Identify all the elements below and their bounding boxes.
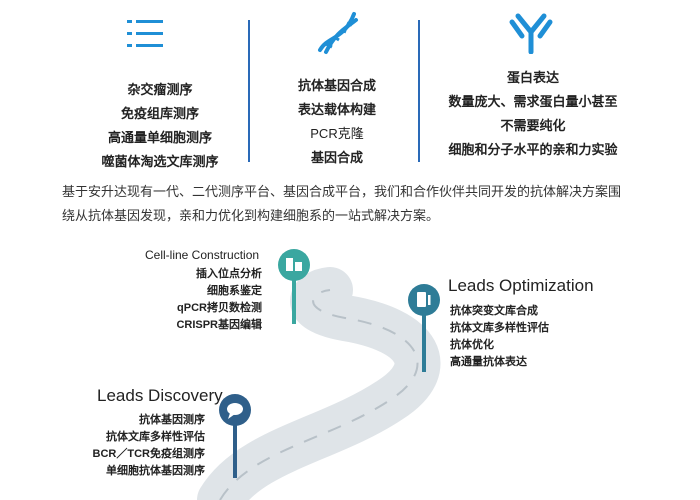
- stage-item: qPCR拷贝数检测: [177, 302, 262, 314]
- stage-item: 插入位点分析: [196, 268, 262, 280]
- column-line: 细胞和分子水平的亲和力实验: [448, 142, 618, 157]
- column-divider: [248, 20, 250, 162]
- building-icon: [286, 258, 302, 271]
- list-icon: [127, 20, 163, 47]
- column-line: 蛋白表达: [506, 70, 559, 85]
- column-line: 抗体基因合成: [297, 78, 376, 93]
- stage-item: 抗体基因测序: [139, 414, 205, 426]
- stage-item: 单细胞抗体基因测序: [106, 465, 205, 477]
- column-line: 高通量单细胞测序: [107, 130, 212, 145]
- column-divider: [418, 20, 420, 162]
- column-expression: 蛋白表达 数量庞大、需求蛋白量小甚至 不需要纯化 细胞和分子水平的亲和力实验: [428, 0, 638, 170]
- stage-item: 抗体文库多样性评估: [450, 322, 549, 334]
- road-center-line: [219, 289, 419, 500]
- stage-item: CRISPR基因编辑: [176, 319, 262, 331]
- column-line: 杂交瘤测序: [127, 82, 193, 97]
- column-line: PCR克隆: [310, 126, 364, 141]
- stage-item: BCR／TCR免疫组测序: [92, 448, 205, 460]
- stage-item: 抗体突变文库合成: [450, 305, 538, 317]
- stage-list-discovery: 抗体基因测序 抗体文库多样性评估 BCR／TCR免疫组测序 单细胞抗体基因测序: [93, 412, 205, 480]
- column-line: 噬菌体淘选文库测序: [101, 154, 219, 169]
- intro-line: 绕从抗体基因发现，亲和力优化到构建细胞系的一站式解决方案。: [62, 208, 440, 223]
- fuel-pump-icon: [417, 292, 431, 307]
- stage-title-cell-line: Cell-line Construction: [145, 248, 260, 262]
- column-line: 数量庞大、需求蛋白量小甚至: [448, 94, 618, 109]
- stage-item: 抗体优化: [450, 339, 494, 351]
- dna-icon: [318, 12, 358, 54]
- antibody-icon: [509, 13, 553, 54]
- column-line: 不需要纯化: [500, 118, 566, 133]
- intro-paragraph: 基于安升达现有一代、二代测序平台、基因合成平台，我们和合作伙伴共同开发的抗体解决…: [62, 180, 642, 228]
- column-synthesis: 抗体基因合成 表达载体构建 PCR克隆 基因合成: [262, 0, 412, 170]
- column-line: 免疫组库测序: [120, 106, 199, 121]
- stage-item: 细胞系鉴定: [207, 285, 262, 297]
- stage-title-discovery: Leads Discovery: [97, 386, 223, 405]
- speech-bubble-icon: [227, 403, 243, 419]
- stage-title-optimization: Leads Optimization: [448, 276, 594, 295]
- stage-list-cell-line: 插入位点分析 细胞系鉴定 qPCR拷贝数检测 CRISPR基因编辑: [176, 266, 262, 334]
- stage-item: 抗体文库多样性评估: [106, 431, 205, 443]
- column-line: 表达载体构建: [297, 102, 376, 117]
- stage-list-optimization: 抗体突变文库合成 抗体文库多样性评估 抗体优化 高通量抗体表达: [450, 303, 549, 371]
- stage-item: 高通量抗体表达: [450, 356, 527, 368]
- column-sequencing: 杂交瘤测序 免疫组库测序 高通量单细胞测序 噬菌体淘选文库测序: [65, 0, 255, 170]
- intro-line: 基于安升达现有一代、二代测序平台、基因合成平台，我们和合作伙伴共同开发的抗体解决…: [62, 184, 622, 199]
- column-line: 基因合成: [310, 150, 363, 165]
